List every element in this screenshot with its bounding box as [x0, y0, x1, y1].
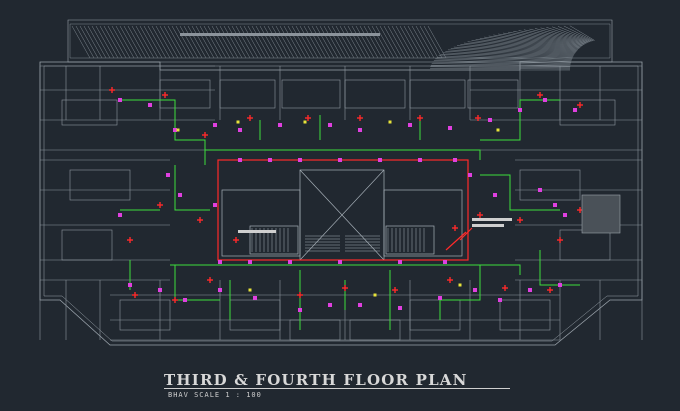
title-underline	[164, 388, 510, 389]
stairs	[251, 228, 425, 252]
pipe-annotations	[180, 33, 512, 233]
drawing-title: THIRD & FOURTH FLOOR PLAN	[164, 371, 468, 389]
core-area	[221, 169, 463, 261]
service-panel	[581, 194, 621, 234]
drawing-scale: BHAV SCALE 1 : 100	[168, 391, 262, 399]
canopy-hatch	[71, 25, 595, 71]
plumbing-red-lines	[217, 159, 473, 261]
fixtures	[109, 87, 583, 312]
room-partitions	[39, 65, 643, 341]
plumbing-green-lines	[120, 99, 580, 330]
